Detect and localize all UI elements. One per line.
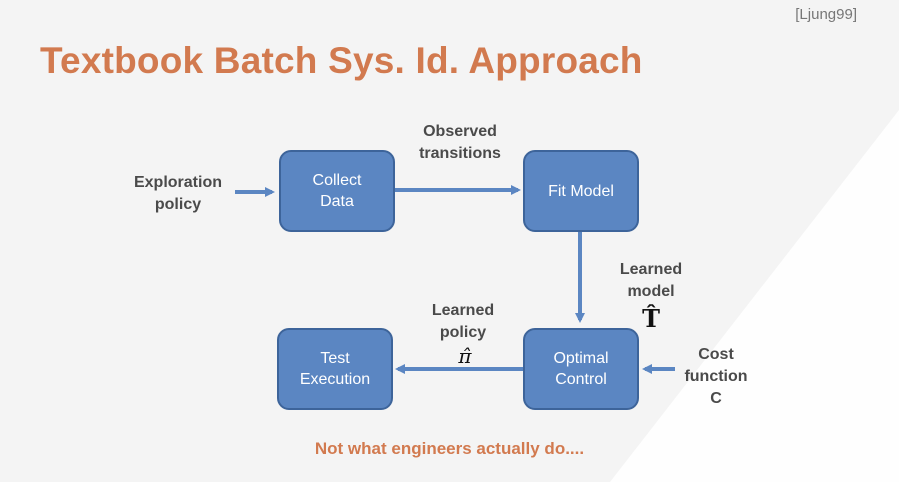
learned-model-label: Learned model bbox=[619, 261, 683, 300]
exploration-policy-label: Exploration policy bbox=[133, 174, 222, 213]
citation: [Ljung99] bbox=[795, 6, 857, 23]
observed-transitions-label: Observed transitions bbox=[419, 123, 501, 162]
optimal-control-box: Optimal Control bbox=[523, 328, 639, 410]
footer-note: Not what engineers actually do.... bbox=[314, 439, 585, 458]
fit-model-box: Fit Model bbox=[523, 150, 639, 232]
test-execution-box: Test Execution bbox=[277, 328, 393, 410]
learned-policy-symbol: π̂ bbox=[458, 344, 472, 368]
learned-policy-label: Learned policy bbox=[431, 302, 495, 341]
cost-function-label: Cost function C bbox=[684, 346, 748, 407]
collect-data-box: Collect Data bbox=[279, 150, 395, 232]
slide-title: Textbook Batch Sys. Id. Approach bbox=[40, 40, 643, 81]
learned-model-symbol: T̂ bbox=[642, 304, 660, 333]
